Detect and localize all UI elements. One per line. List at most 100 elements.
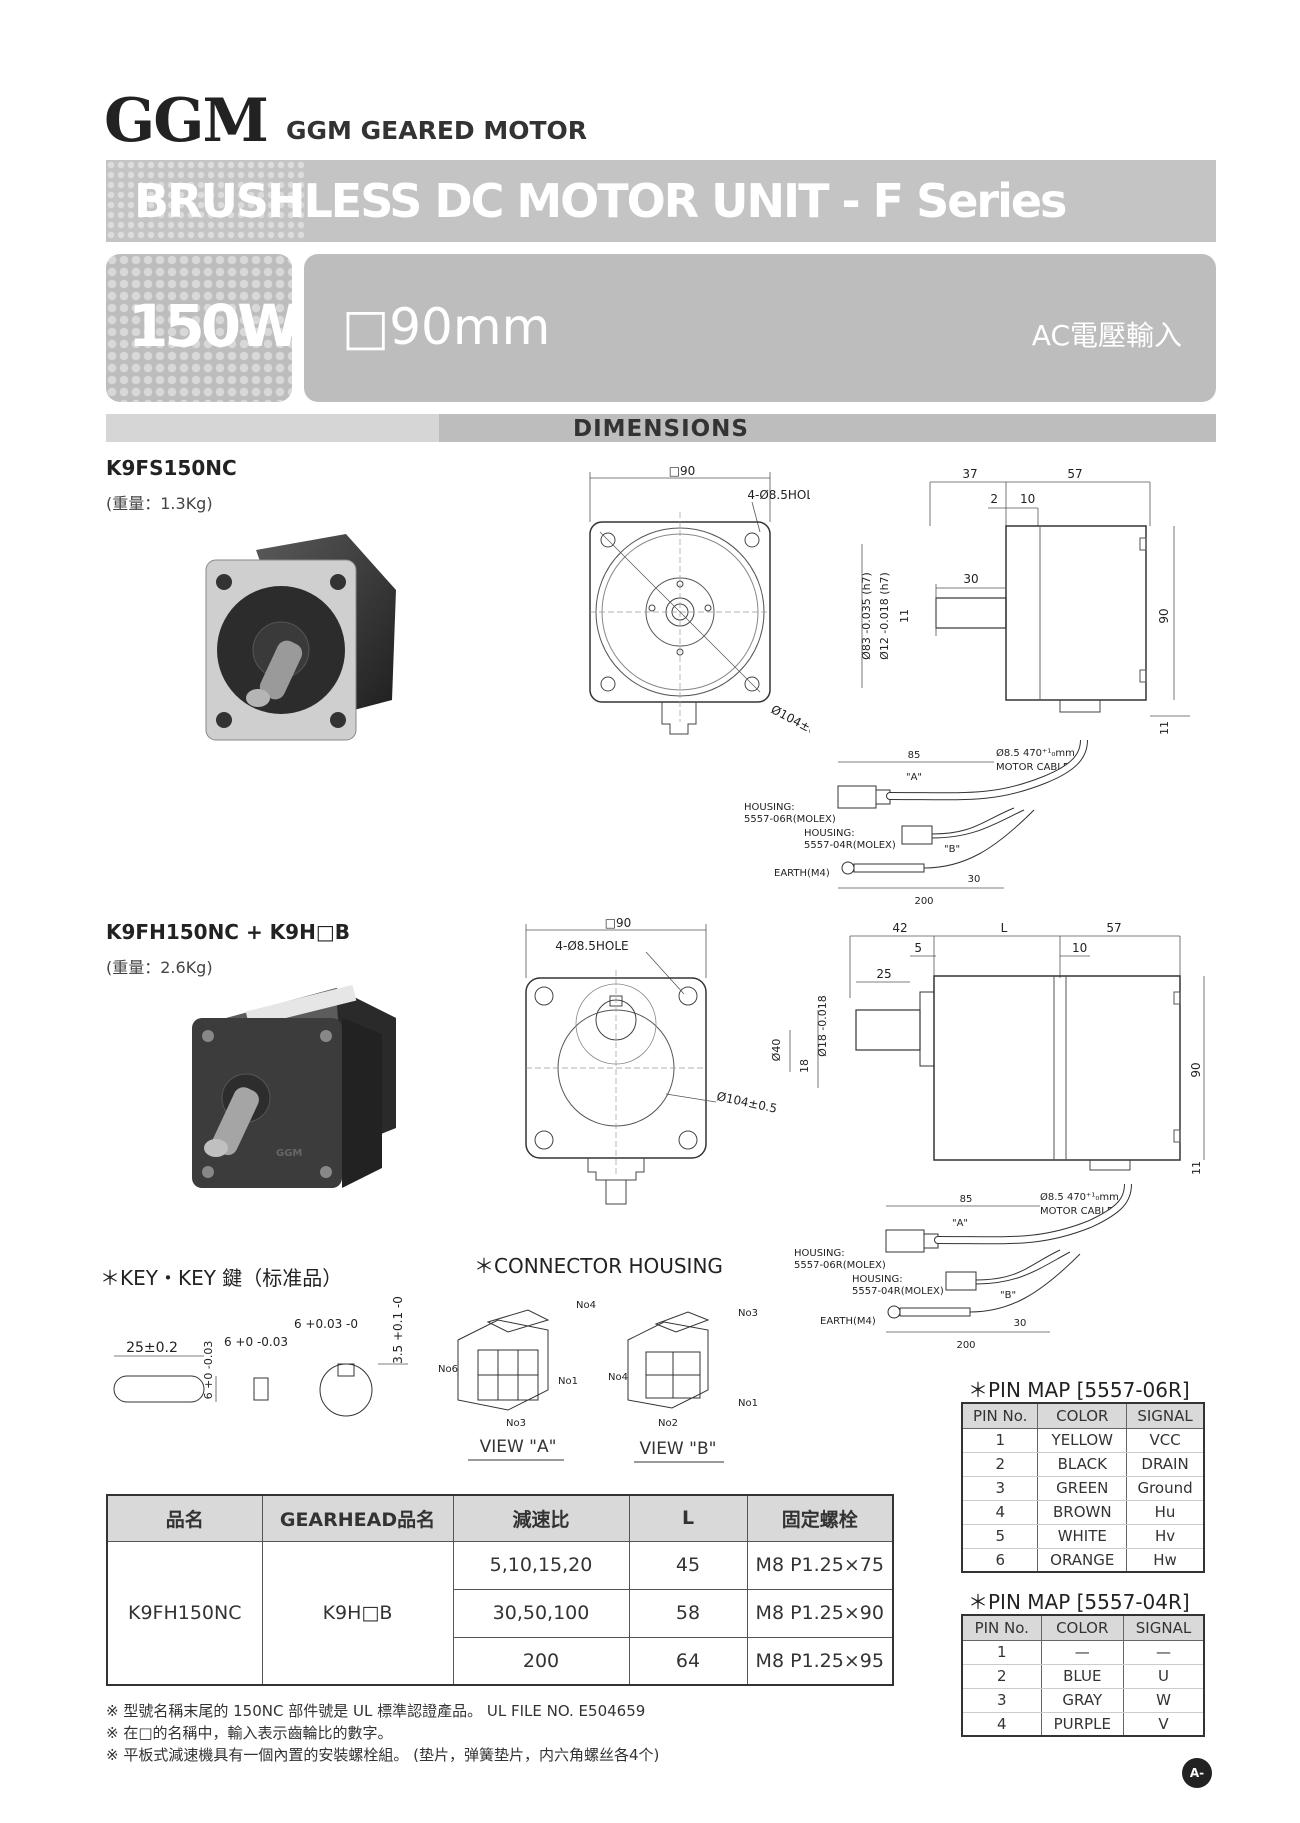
cell-L: 64 (628, 1636, 748, 1686)
m1-housing1: HOUSING: (744, 802, 795, 813)
note-3: ※ 平板式減速機具有一個內置的安裝螺栓組。 (垫片，弹簧垫片，内六角螺丝各4个) (106, 1746, 660, 1764)
power-box: 150W (106, 254, 292, 402)
m2-front-hole: 4-Ø8.5HOLE (555, 939, 628, 953)
svg-text:GGM: GGM (276, 1148, 302, 1159)
gearhead-table: 品名 GEARHEAD品名 減速比 L 固定螺栓 K9FH150NC K9H□B… (106, 1494, 894, 1686)
model1-side-view: 37 57 2 10 30 11 Ø83 -0.035 (h7) Ø12 -0.… (860, 467, 1190, 735)
m2-dia18: Ø18 -0.018 (816, 995, 829, 1057)
m1-d57: 57 (1067, 467, 1082, 481)
cell-ratio: 5,10,15,20 (452, 1540, 630, 1590)
col-gearhead: GEARHEAD品名 (261, 1494, 454, 1542)
connector-drawing: No4 No6 No1 No3 No3 No4 No1 No2 VIEW "A"… (438, 1300, 758, 1463)
m2-earth: EARTH(M4) (820, 1316, 876, 1327)
m2-d57: 57 (1106, 921, 1121, 935)
b-no1: No1 (738, 1398, 758, 1409)
page-number: A-15 (1182, 1758, 1212, 1810)
m1-view-a: "A" (906, 772, 922, 783)
m2-d40: Ø40 (770, 1039, 783, 1062)
view-b-label: VIEW "B" (640, 1439, 717, 1459)
m1-d30: 30 (963, 572, 978, 586)
m1-front-square: □90 (669, 464, 696, 478)
m2-d90: 90 (1189, 1062, 1203, 1077)
cell-model: K9FH150NC (106, 1540, 263, 1686)
m1-d90: 90 (1157, 608, 1171, 623)
m1-d2: 2 (990, 492, 998, 506)
m2-cable-label: MOTOR CABLE (1040, 1206, 1113, 1217)
m2-housing2-label: HOUSING: 5557-04R(MOLEX) (852, 1274, 944, 1297)
m2-d10: 10 (1072, 941, 1087, 955)
table-row: 1—— (961, 1640, 1205, 1665)
size-box: □90mm AC電壓輸入 (304, 254, 1216, 402)
m2-housing1-label: HOUSING: 5557-06R(MOLEX) (794, 1248, 886, 1271)
col-bolt: 固定螺栓 (746, 1494, 894, 1542)
cell-ratio: 200 (452, 1636, 630, 1686)
m2-cable-spec: Ø8.5 470⁺¹₀mm (1040, 1191, 1119, 1203)
col-ratio: 減速比 (452, 1494, 630, 1542)
cell-bolt: M8 P1.25×75 (746, 1540, 894, 1590)
model1-weight: (重量：1.3Kg) (106, 494, 213, 513)
series-banner: BRUSHLESS DC MOTOR UNIT - F Series (106, 160, 1216, 242)
cell-ratio: 30,50,100 (452, 1588, 630, 1638)
dimensions-bar: DIMENSIONS (106, 414, 1216, 442)
m2-view-a: "A" (952, 1218, 968, 1229)
m1-cable-label: MOTOR CABLE (996, 762, 1069, 773)
m2-front-square: □90 (605, 916, 632, 930)
m1-housing2b: 5557-04R(MOLEX) (804, 840, 896, 851)
key-width: 6 +0 -0.03 (224, 1335, 288, 1349)
slot-width: 6 +0.03 -0 (294, 1317, 358, 1331)
m1-housing1b: 5557-06R(MOLEX) (744, 814, 836, 825)
model2-weight: (重量：2.6Kg) (106, 958, 213, 977)
col-L: L (628, 1494, 748, 1542)
m1-d11b: 11 (1158, 721, 1171, 735)
note-1: ※ 型號名稱末尾的 150NC 部件號是 UL 標準認證產品。 UL FILE … (106, 1702, 646, 1720)
b-no2: No2 (658, 1418, 678, 1429)
m1-d10: 10 (1020, 492, 1035, 506)
m2-d11: 11 (1190, 1161, 1203, 1175)
model2-front-view: □90 4-Ø8.5HOLE Ø104±0.5 (525, 916, 778, 1205)
motor2-photo: GGM (192, 984, 396, 1188)
pin06-title: ＊PIN MAP [5557-06R] (968, 1378, 1190, 1402)
m1-d11: 11 (898, 609, 911, 623)
cell-L: 58 (628, 1588, 748, 1638)
m1-dia12: Ø12 -0.018 (h7) (878, 572, 891, 660)
table-row: K9FH150NC K9H□B 5,10,15,20 45 M8 P1.25×7… (106, 1540, 894, 1686)
model2-cable-diagram: 85 Ø8.5 470⁺¹₀mm MOTOR CABLE "A" "B" 30 … (885, 1184, 1132, 1351)
pin04-col-pin: PIN No. (961, 1614, 1042, 1641)
a-no3: No3 (506, 1418, 526, 1429)
brand-logo: GGM (104, 86, 269, 156)
m1-dia83: Ø83 -0.035 (h7) (860, 572, 873, 660)
m1-d37: 37 (962, 467, 977, 481)
power-rating: 150W (128, 292, 292, 360)
m2-cable-d85: 85 (960, 1194, 973, 1205)
model1-name: K9FS150NC (106, 456, 237, 480)
m2-d42: 42 (892, 921, 907, 935)
motor1-photo (205, 534, 396, 741)
a-no1: No1 (558, 1376, 578, 1387)
m2-cable-d200: 200 (956, 1340, 975, 1351)
m1-cable-d85: 85 (908, 750, 921, 761)
table-row: 200 64 M8 P1.25×95 (107, 1636, 894, 1686)
m2-view-b: "B" (1000, 1290, 1016, 1301)
key-drawing: 25±0.2 6 +0 -0.03 6 +0 -0.03 6 +0.03 -0 … (113, 1296, 408, 1417)
pin06-col-signal: SIGNAL (1126, 1402, 1205, 1429)
m1-cable-spec: Ø8.5 470⁺¹₀mm (996, 747, 1075, 759)
m2-cable-d30: 30 (1014, 1318, 1027, 1329)
m1-housing2: HOUSING: (804, 828, 855, 839)
cell-bolt: M8 P1.25×95 (746, 1636, 894, 1686)
a-no6: No6 (438, 1364, 458, 1375)
m2-d18: 18 (798, 1059, 811, 1073)
frame-size: □90mm (342, 298, 551, 356)
cell-bolt: M8 P1.25×90 (746, 1588, 894, 1638)
pin04-col-color: COLOR (1040, 1614, 1125, 1641)
